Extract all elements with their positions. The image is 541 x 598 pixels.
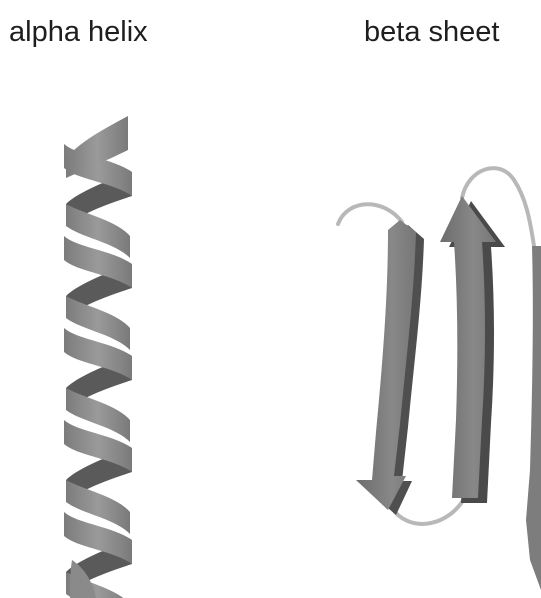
beta-strand-2-up: [440, 196, 505, 503]
beta-strand-3-partial: [526, 246, 541, 590]
beta-loop-top-left: [338, 204, 402, 224]
beta-sheet: [338, 168, 541, 590]
beta-strand-1-down: [356, 220, 424, 515]
alpha-helix: [64, 116, 132, 598]
beta-loop-bottom: [392, 502, 462, 524]
